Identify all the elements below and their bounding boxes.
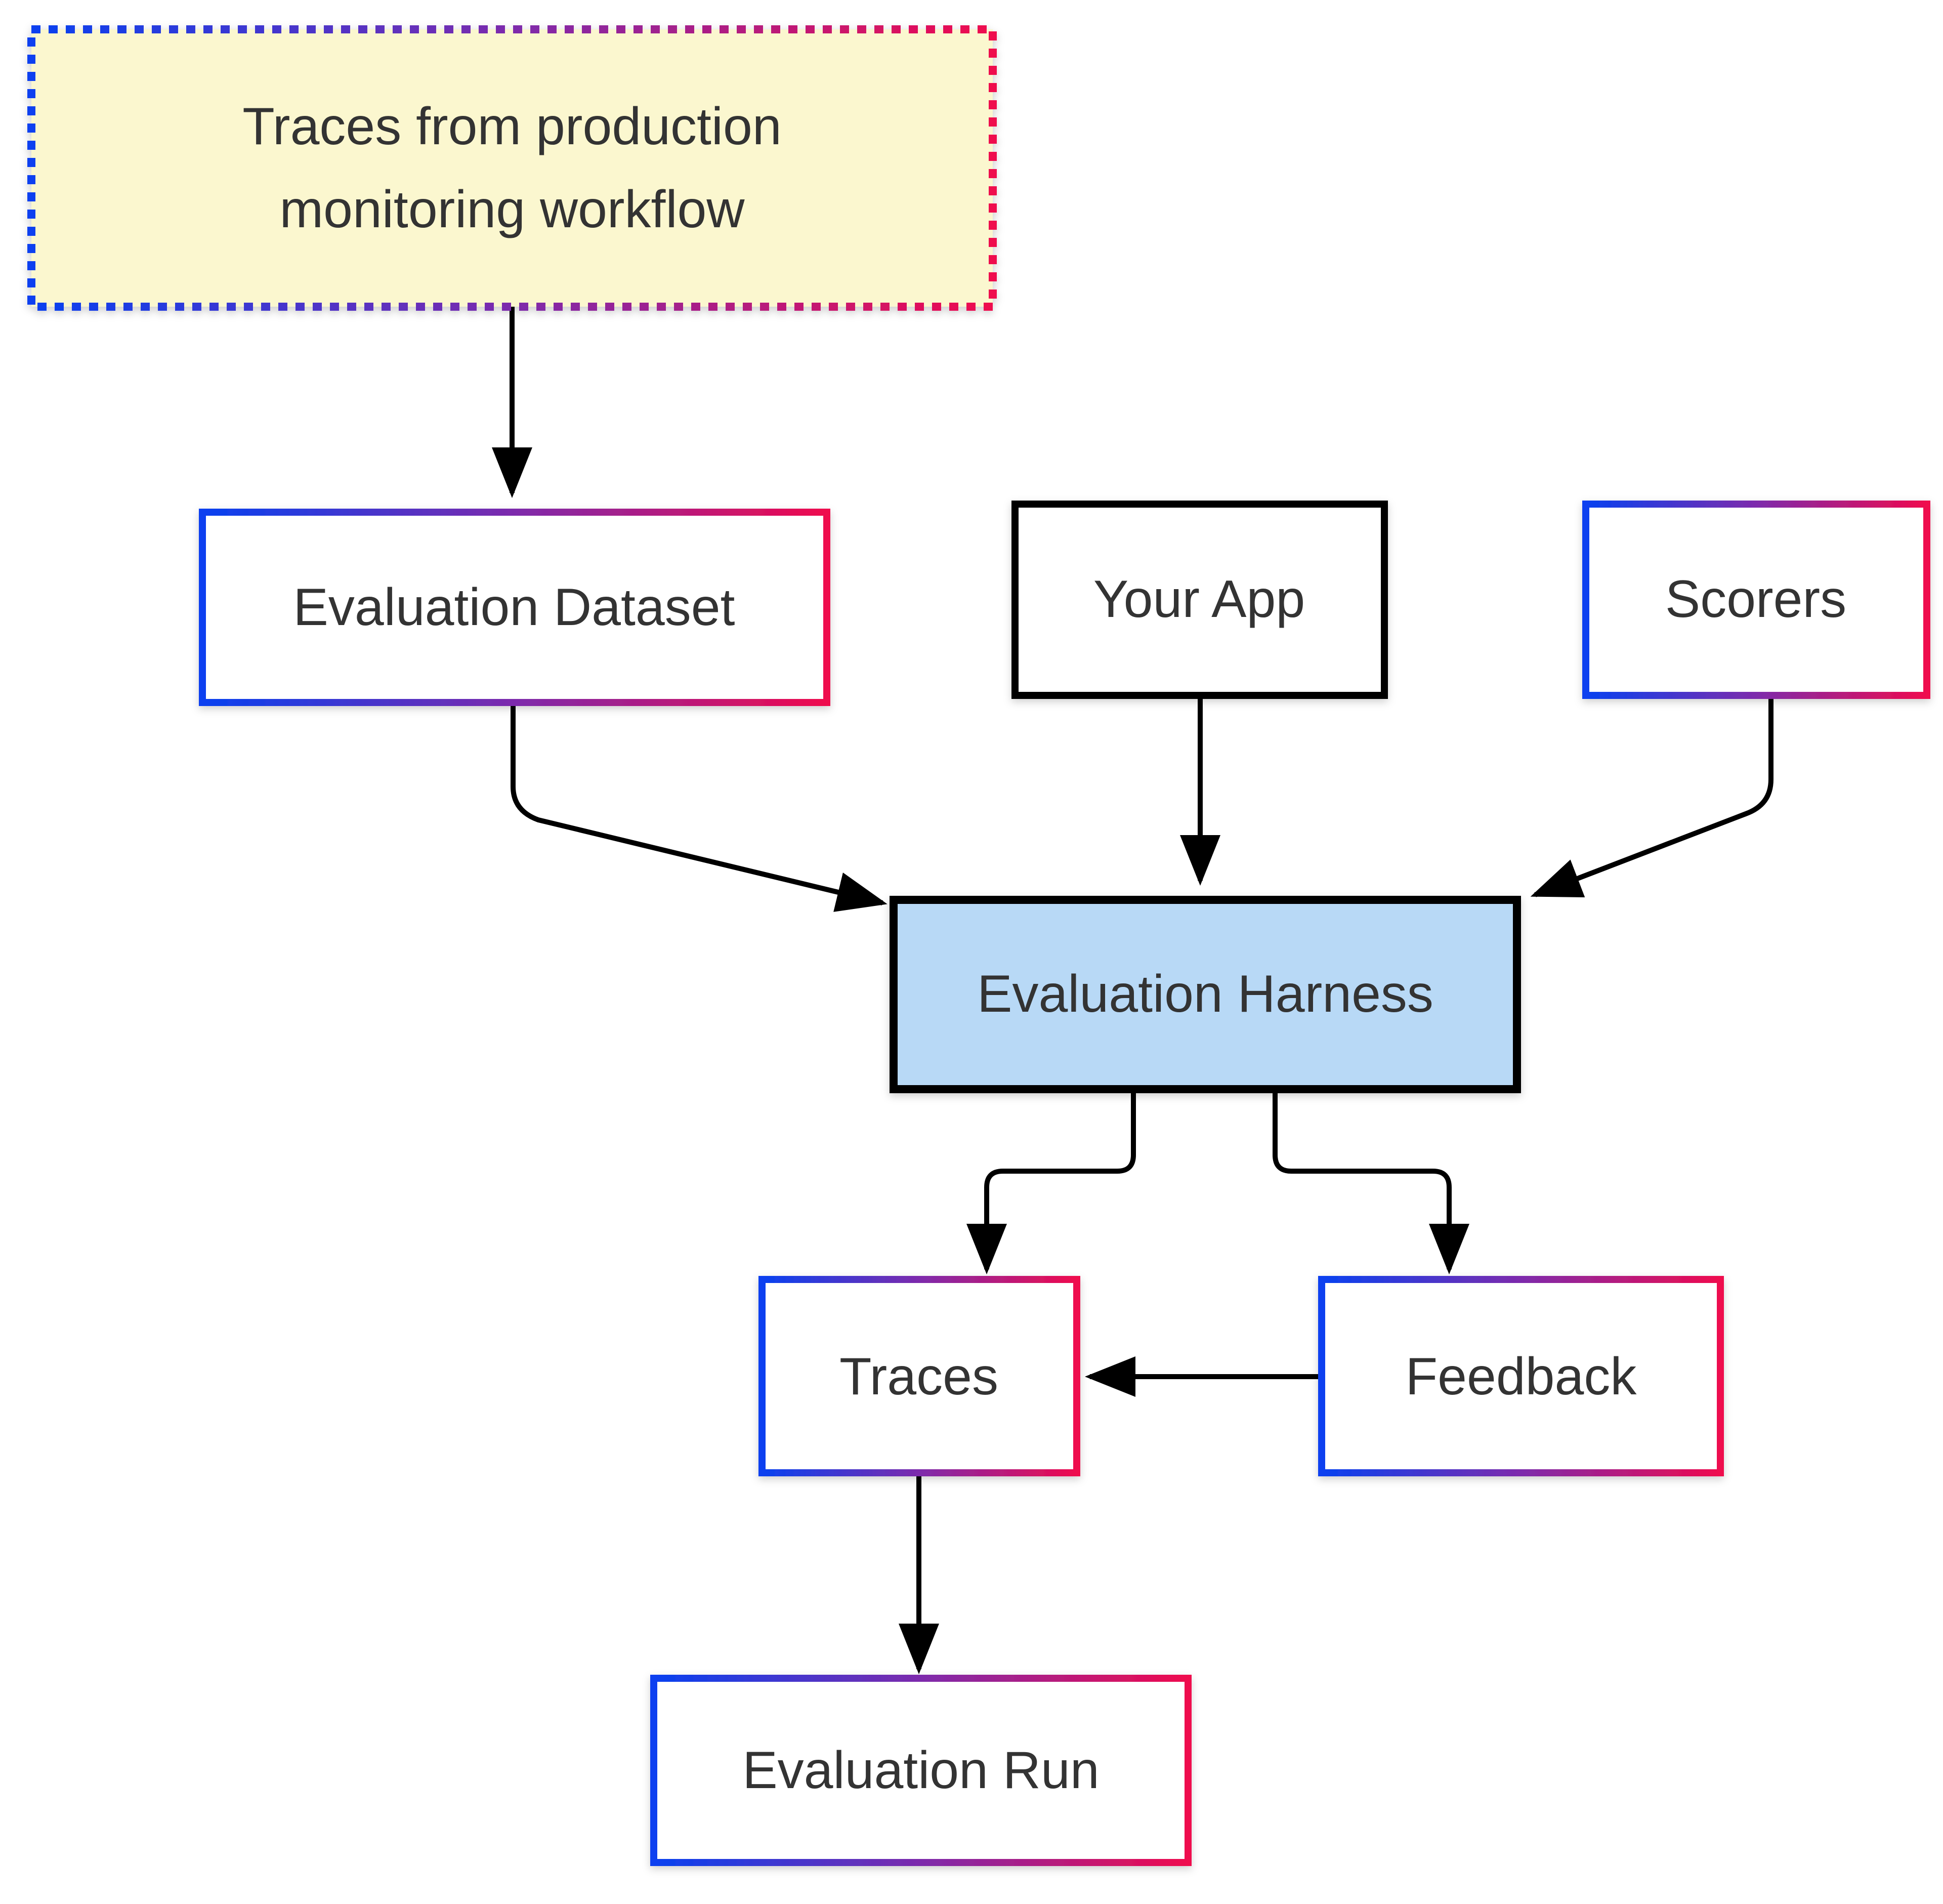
node-evaluation-dataset: Evaluation Dataset <box>199 509 830 706</box>
your-app-box <box>1011 501 1388 699</box>
evaluation-harness-box <box>890 896 1521 1093</box>
node-feedback: Feedback <box>1318 1276 1724 1476</box>
feedback-box <box>1318 1276 1724 1476</box>
production-traces-label-line2: monitoring workflow <box>280 180 745 239</box>
evaluation-run-box <box>650 1675 1192 1866</box>
production-traces-box <box>27 25 997 311</box>
evaluation-harness-label: Evaluation Harness <box>977 965 1433 1023</box>
traces-label: Traces <box>839 1347 998 1406</box>
node-evaluation-harness: Evaluation Harness <box>890 896 1521 1093</box>
node-production-traces: Traces from production monitoring workfl… <box>27 25 997 311</box>
edge-evaluation-dataset-to-evaluation-harness <box>511 702 888 912</box>
edges-layer <box>492 307 1773 1674</box>
traces-box <box>758 1276 1080 1476</box>
your-app-label: Your App <box>1093 570 1305 629</box>
edge-evaluation-harness-to-traces <box>966 1089 1136 1274</box>
scorers-box <box>1582 501 1930 699</box>
evaluation-dataset-box <box>199 509 830 706</box>
production-traces-label-line1: Traces from production <box>242 97 781 156</box>
node-your-app: Your App <box>1011 501 1388 699</box>
node-scorers: Scorers <box>1582 501 1930 699</box>
evaluation-dataset-label: Evaluation Dataset <box>293 578 735 637</box>
evaluation-run-label: Evaluation Run <box>742 1741 1099 1800</box>
edge-scorers-to-evaluation-harness <box>1530 695 1773 898</box>
node-evaluation-run: Evaluation Run <box>650 1675 1192 1866</box>
feedback-label: Feedback <box>1406 1347 1637 1406</box>
scorers-label: Scorers <box>1665 570 1846 629</box>
edge-evaluation-harness-to-feedback <box>1273 1089 1469 1274</box>
node-traces: Traces <box>758 1276 1080 1476</box>
